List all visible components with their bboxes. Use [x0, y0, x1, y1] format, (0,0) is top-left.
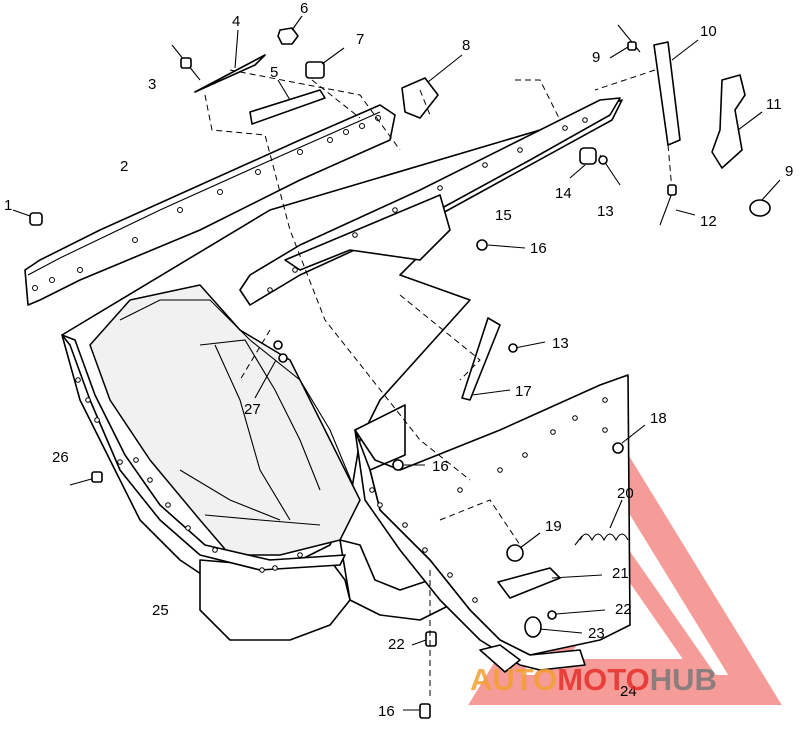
label-27: 27 [244, 401, 261, 418]
strap-part-17 [461, 317, 511, 401]
plate-part-5 [249, 79, 326, 125]
label-25: 25 [152, 602, 169, 619]
pin-part-13a [598, 154, 621, 186]
screw-part-26 [69, 471, 103, 486]
label-5: 5 [270, 64, 278, 81]
lever-part-11 [711, 74, 763, 169]
label-20: 20 [617, 485, 634, 502]
label-21: 21 [612, 565, 629, 582]
bolt-part-7 [305, 47, 345, 79]
watermark-moto: MOTO [557, 662, 649, 697]
upper-bracket-part-15 [239, 97, 621, 306]
shim-part-4 [194, 29, 266, 93]
label-10: 10 [700, 23, 717, 40]
label-24: 24 [620, 683, 637, 700]
front-rail-part-2 [24, 104, 396, 306]
label-2: 2 [120, 158, 128, 175]
belly-pan-part-25 [61, 99, 623, 641]
plug-part-18 [612, 424, 646, 454]
watermark-text: AUTOMOTOHUB [470, 662, 717, 697]
callout-labels: 1 2 3 4 5 6 7 8 9 9 10 11 12 13 13 14 15… [4, 0, 793, 720]
label-14: 14 [555, 185, 572, 202]
grommet-part-19 [506, 532, 541, 562]
pin-part-9a [609, 24, 641, 59]
nut-part-6 [277, 15, 303, 45]
bushing-part-23 [524, 616, 583, 638]
label-16a: 16 [530, 240, 547, 257]
svg-text:AUTOMOTOHUB: AUTOMOTOHUB [470, 662, 717, 697]
label-18: 18 [650, 410, 667, 427]
belly-pan-holes [75, 377, 303, 573]
label-7: 7 [356, 31, 364, 48]
screw-part-16b [392, 459, 425, 471]
spring-part-20 [574, 499, 629, 546]
screw-part-16a [476, 239, 526, 251]
watermark-hub: HUB [650, 662, 717, 697]
label-11: 11 [766, 96, 782, 113]
label-17: 17 [515, 383, 532, 400]
assembly-lines [204, 69, 656, 700]
label-12: 12 [700, 213, 717, 230]
watermark-auto: AUTO [470, 662, 557, 697]
label-13b: 13 [552, 335, 569, 352]
pin-part-13b [508, 341, 546, 353]
bracket-part-8 [401, 54, 463, 119]
front-rail-holes [32, 115, 381, 291]
label-13a: 13 [597, 203, 614, 220]
label-16c: 16 [378, 703, 395, 720]
plate-part-21 [497, 567, 603, 599]
label-22b: 22 [388, 636, 405, 653]
label-6: 6 [300, 0, 308, 17]
label-8: 8 [462, 37, 470, 54]
screw-part-22a [547, 609, 606, 620]
screw-part-22b [411, 631, 437, 647]
pin-part-3 [171, 44, 201, 81]
label-23: 23 [588, 625, 605, 642]
pin-part-12 [659, 184, 696, 226]
fastener-part-27 [254, 340, 288, 399]
upper-bracket-holes [267, 117, 588, 293]
screw-part-16c [403, 703, 431, 719]
label-9b: 9 [785, 163, 793, 180]
label-3: 3 [148, 76, 156, 93]
label-1: 1 [4, 197, 12, 214]
nut-part-14 [569, 147, 597, 179]
cap-part-9b [749, 179, 781, 217]
side-rail-part-24 [354, 374, 631, 673]
label-9a: 9 [592, 49, 600, 66]
label-19: 19 [545, 518, 562, 535]
label-22a: 22 [615, 601, 632, 618]
side-rail-holes [369, 397, 608, 603]
clip-part-1 [12, 209, 43, 226]
link-part-10 [653, 39, 699, 191]
label-4: 4 [232, 13, 240, 30]
label-15: 15 [495, 207, 512, 224]
label-16b: 16 [432, 458, 449, 475]
label-26: 26 [52, 449, 69, 466]
